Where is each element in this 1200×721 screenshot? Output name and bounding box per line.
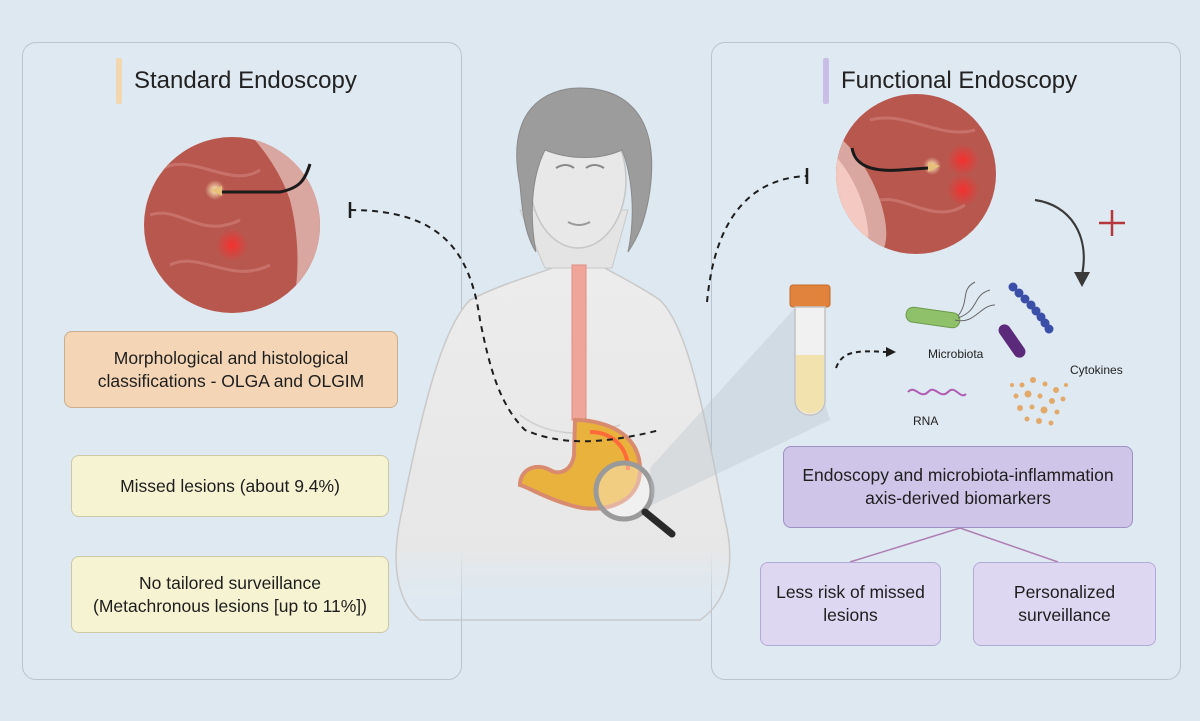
woman-torso-icon — [395, 87, 731, 621]
functional-endoscopy-title: Functional Endoscopy — [823, 58, 1077, 104]
sample-tube-icon — [789, 284, 831, 416]
magnifier-icon — [593, 460, 676, 538]
surveillance-box: No tailored surveillance (Metachronous l… — [71, 556, 389, 633]
endoscopy-view-icon — [836, 94, 996, 254]
missed-lesions-box: Missed lesions (about 9.4%) — [71, 455, 389, 517]
cytokines-dots-icon — [1008, 282, 1068, 426]
bacteria-icon — [905, 281, 1026, 358]
box-text: No tailored surveillance (Metachronous l… — [93, 572, 367, 616]
classification-box: Morphological and histological classific… — [64, 331, 398, 408]
box-text: Personalized surveillance — [1013, 582, 1116, 625]
biomarkers-box: Endoscopy and microbiota-inflammation ax… — [783, 446, 1133, 528]
personalized-surveillance-box: Personalized surveillance — [973, 562, 1156, 646]
cytokines-label: Cytokines — [1070, 363, 1123, 377]
box-text: Morphological and histological classific… — [97, 347, 365, 391]
box-text: Endoscopy and microbiota-inflammation ax… — [802, 465, 1114, 508]
title-text: Functional Endoscopy — [841, 67, 1078, 94]
rna-strand-icon — [907, 388, 967, 397]
title-text: Standard Endoscopy — [134, 67, 357, 94]
less-risk-box: Less risk of missed lesions — [760, 562, 941, 646]
title-accent-bar — [116, 58, 122, 104]
stomach-icon — [517, 264, 643, 511]
microbiota-label: Microbiota — [928, 347, 984, 361]
rna-label: RNA — [913, 414, 939, 428]
standard-endoscopy-title: Standard Endoscopy — [116, 58, 357, 104]
title-accent-bar — [823, 58, 829, 104]
box-text: Missed lesions (about 9.4%) — [120, 475, 340, 496]
plus-icon — [1099, 210, 1125, 236]
endoscopy-view-icon — [144, 137, 320, 313]
box-text: Less risk of missed lesions — [776, 582, 925, 625]
